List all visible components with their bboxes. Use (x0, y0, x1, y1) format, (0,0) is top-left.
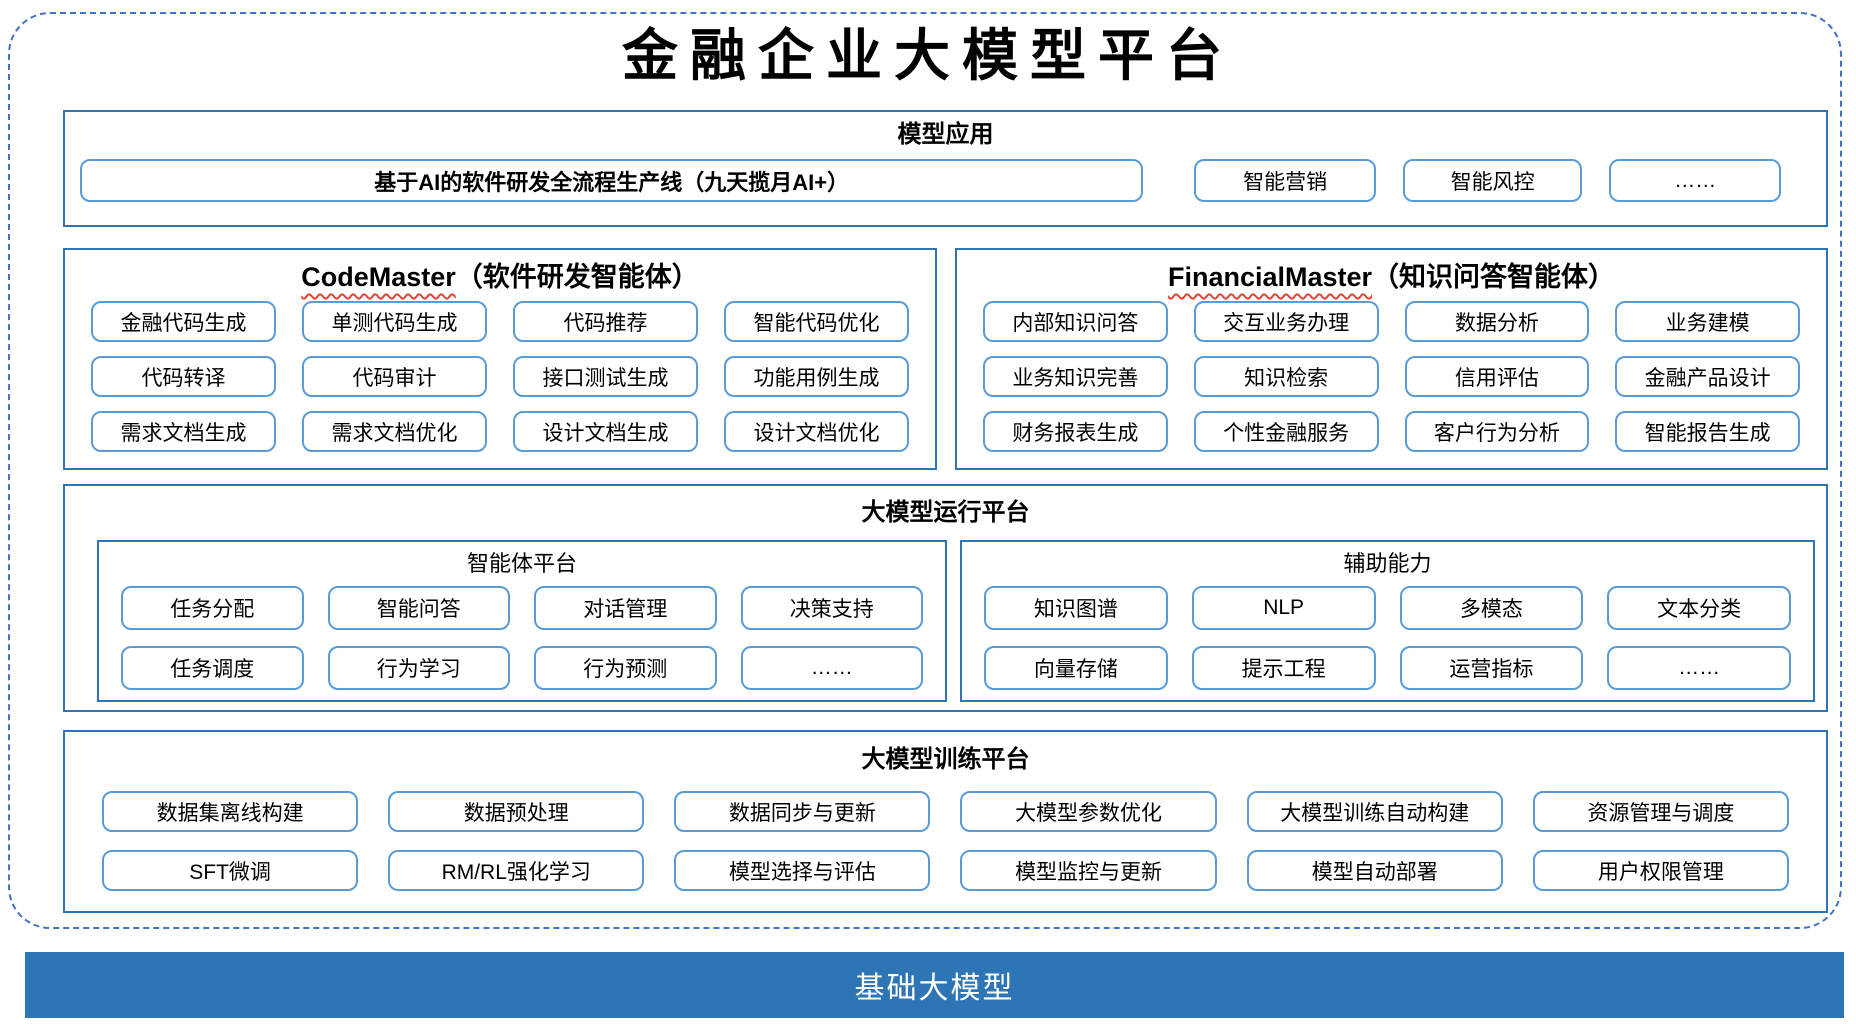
section-header: 大模型训练平台 (861, 746, 1030, 773)
auxiliary-item: 运营指标 (1399, 646, 1584, 690)
code-master-item: 代码审计 (302, 356, 487, 397)
section-runtime-platform: 大模型运行平台 智能体平台 任务分配 智能问答 对话管理 决策支持 任务调度 行… (63, 484, 1828, 712)
code-master-item: 金融代码生成 (91, 301, 276, 342)
training-platform-grid: 数据集离线构建 数据预处理 数据同步与更新 大模型参数优化 大模型训练自动构建 … (65, 775, 1826, 891)
code-master-title: CodeMaster（软件研发智能体） (65, 250, 935, 297)
code-master-grid: 金融代码生成 单测代码生成 代码推荐 智能代码优化 代码转译 代码审计 接口测试… (65, 297, 935, 452)
agent-platform-item: 决策支持 (740, 586, 923, 630)
financial-master-item: 客户行为分析 (1404, 411, 1590, 452)
code-master-item: 代码转译 (91, 356, 276, 397)
auxiliary-item: NLP (1191, 586, 1376, 630)
outer-dashed-border (8, 12, 1842, 929)
section-code-master: CodeMaster（软件研发智能体） 金融代码生成 单测代码生成 代码推荐 智… (63, 248, 937, 470)
code-master-item: 接口测试生成 (513, 356, 698, 397)
code-master-subtitle: （软件研发智能体） (455, 262, 699, 292)
training-item: 数据集离线构建 (102, 791, 359, 832)
group-auxiliary-capabilities: 辅助能力 知识图谱 NLP 多模态 文本分类 向量存储 提示工程 运营指标 …… (960, 540, 1815, 702)
training-item: 模型监控与更新 (960, 850, 1217, 891)
financial-master-name: FinancialMaster (1167, 262, 1373, 292)
agent-platform-grid: 任务分配 智能问答 对话管理 决策支持 任务调度 行为学习 行为预测 …… (99, 579, 945, 690)
application-box: 智能风控 (1402, 159, 1583, 202)
auxiliary-item: 知识图谱 (984, 586, 1168, 630)
section-training-platform: 大模型训练平台 数据集离线构建 数据预处理 数据同步与更新 大模型参数优化 大模… (63, 730, 1828, 913)
financial-master-title: FinancialMaster（知识问答智能体） (957, 250, 1826, 297)
code-master-item: 需求文档优化 (302, 411, 487, 452)
applications-row: 基于AI的软件研发全流程生产线（九天揽月AI+） 智能营销 智能风控 …… (65, 150, 1826, 202)
code-master-item: 需求文档生成 (91, 411, 276, 452)
auxiliary-capabilities-grid: 知识图谱 NLP 多模态 文本分类 向量存储 提示工程 运营指标 …… (962, 579, 1813, 690)
agent-platform-item: 行为预测 (534, 646, 717, 690)
training-item: 模型选择与评估 (674, 850, 931, 891)
auxiliary-item: 文本分类 (1607, 586, 1791, 630)
section-financial-master: FinancialMaster（知识问答智能体） 内部知识问答 交互业务办理 数… (955, 248, 1828, 470)
training-item: 模型自动部署 (1246, 850, 1503, 891)
auxiliary-item: 多模态 (1399, 586, 1584, 630)
application-box: 智能营销 (1194, 159, 1376, 202)
training-item: 数据预处理 (388, 791, 645, 832)
financial-master-item: 内部知识问答 (983, 301, 1168, 342)
financial-master-item: 财务报表生成 (983, 411, 1168, 452)
auxiliary-item: 向量存储 (984, 646, 1168, 690)
page-title: 金融企业大模型平台 (622, 23, 1234, 89)
group-title: 辅助能力 (1343, 551, 1432, 576)
agent-platform-item-ellipsis: …… (740, 646, 923, 690)
section-model-applications: 模型应用 基于AI的软件研发全流程生产线（九天揽月AI+） 智能营销 智能风控 … (63, 110, 1828, 227)
financial-master-item: 个性金融服务 (1193, 411, 1379, 452)
financial-master-item: 数据分析 (1404, 301, 1590, 342)
section-header: 模型应用 (897, 121, 994, 148)
agent-platform-item: 对话管理 (534, 586, 717, 630)
foundation-model-bar: 基础大模型 (25, 952, 1844, 1018)
auxiliary-item: 提示工程 (1191, 646, 1376, 690)
application-box-ellipsis: …… (1609, 159, 1781, 202)
training-item: SFT微调 (102, 850, 359, 891)
code-master-item: 智能代码优化 (724, 301, 909, 342)
financial-master-item: 交互业务办理 (1193, 301, 1379, 342)
financial-master-item: 信用评估 (1404, 356, 1590, 397)
financial-master-item: 知识检索 (1193, 356, 1379, 397)
training-item: 大模型训练自动构建 (1246, 791, 1503, 832)
agent-platform-item: 行为学习 (327, 646, 510, 690)
training-item: 用户权限管理 (1532, 850, 1789, 891)
code-master-item: 代码推荐 (513, 301, 698, 342)
code-master-item: 设计文档生成 (513, 411, 698, 452)
financial-master-item: 业务建模 (1615, 301, 1800, 342)
training-item: 大模型参数优化 (960, 791, 1217, 832)
code-master-item: 设计文档优化 (724, 411, 909, 452)
training-item: 资源管理与调度 (1532, 791, 1789, 832)
code-master-name: CodeMaster (301, 262, 456, 292)
agent-platform-item: 任务调度 (121, 646, 304, 690)
application-box-main: 基于AI的软件研发全流程生产线（九天揽月AI+） (80, 159, 1144, 202)
financial-master-item: 金融产品设计 (1615, 356, 1800, 397)
group-agent-platform: 智能体平台 任务分配 智能问答 对话管理 决策支持 任务调度 行为学习 行为预测… (97, 540, 947, 702)
agent-platform-item: 智能问答 (327, 586, 510, 630)
code-master-item: 功能用例生成 (724, 356, 909, 397)
financial-master-item: 业务知识完善 (983, 356, 1168, 397)
code-master-item: 单测代码生成 (302, 301, 487, 342)
agent-platform-item: 任务分配 (121, 586, 304, 630)
foundation-model-label: 基础大模型 (854, 972, 1015, 1005)
financial-master-subtitle: （知识问答智能体） (1372, 262, 1616, 292)
group-title: 智能体平台 (466, 551, 577, 576)
training-item: 数据同步与更新 (674, 791, 931, 832)
training-item: RM/RL强化学习 (388, 850, 645, 891)
financial-master-item: 智能报告生成 (1615, 411, 1800, 452)
financial-master-grid: 内部知识问答 交互业务办理 数据分析 业务建模 业务知识完善 知识检索 信用评估… (957, 297, 1826, 452)
section-header: 大模型运行平台 (861, 499, 1030, 526)
auxiliary-item-ellipsis: …… (1607, 646, 1791, 690)
